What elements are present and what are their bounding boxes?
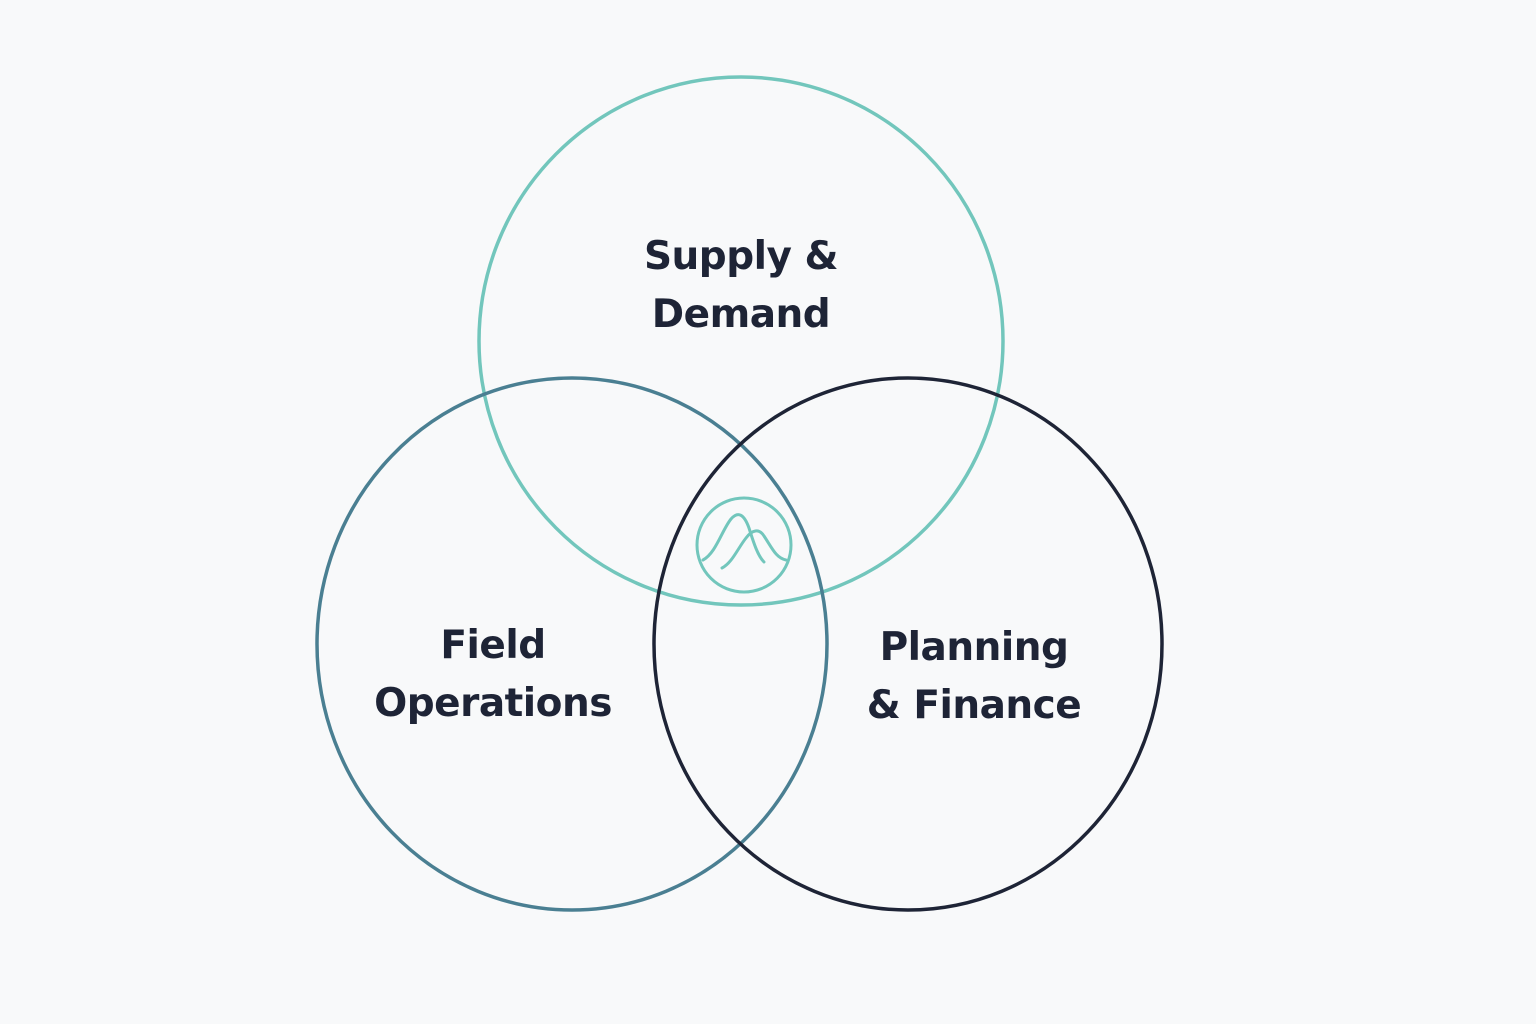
label-line: Demand (651, 292, 831, 337)
label-line: Planning (879, 625, 1069, 670)
label-line: Supply & (643, 234, 839, 279)
label-field-operations: Field Operations (293, 617, 693, 733)
label-line: Field (440, 623, 546, 668)
label-planning-finance: Planning & Finance (774, 619, 1174, 735)
circle-supply-demand (477, 75, 1005, 607)
circle-planning-finance (652, 376, 1164, 912)
label-supply-demand: Supply & Demand (541, 228, 941, 344)
label-line: & Finance (866, 683, 1082, 728)
label-line: Operations (374, 681, 612, 726)
circle-field-operations (315, 376, 829, 912)
mountain-logo-icon (695, 496, 793, 594)
